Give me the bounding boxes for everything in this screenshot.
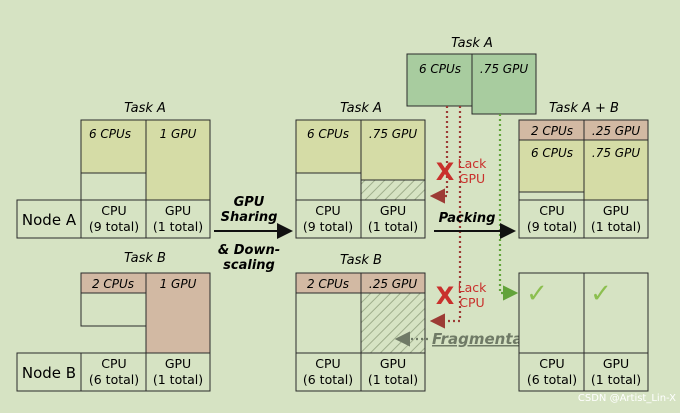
middle-node-a-group: Task A 6 CPUs .75 GPU CPU (9 total) GPU … xyxy=(295,101,426,239)
right-b-cpu-text: 2 CPUs xyxy=(531,124,573,138)
right-task-ab-label: Task A + B xyxy=(549,101,619,116)
middle-node-a-gpu-total: (1 total) xyxy=(368,219,418,234)
left-node-b-group: Task B 2 CPUs 1 GPU Node B CPU (6 total)… xyxy=(16,251,211,392)
left-task-a-cpu-block xyxy=(80,119,147,174)
right-node-b-cpu-total: (6 total) xyxy=(527,372,577,387)
left-node-a-cpu-total: (9 total) xyxy=(89,219,139,234)
left-task-a-label: Task A xyxy=(124,101,166,116)
left-node-b-cpu-title: CPU xyxy=(101,356,126,371)
fit-arrow xyxy=(498,114,519,301)
right-node-a-gpu-title: GPU xyxy=(603,203,629,218)
middle-top-task-gpu-text: .75 GPU xyxy=(480,62,528,76)
middle-top-task-cpu-block xyxy=(406,53,473,107)
middle-node-b-gpu-title: GPU xyxy=(380,356,406,371)
left-task-b-label: Task B xyxy=(124,251,166,266)
middle-task-a-gpu-text: .75 GPU xyxy=(369,127,417,141)
lack-cpu-arrow xyxy=(429,106,462,329)
gpu-sharing-transition: GPU Sharing & Down- scaling xyxy=(214,195,293,273)
transition1-line1: GPU xyxy=(234,195,265,210)
middle-task-b-label: Task B xyxy=(340,253,382,268)
watermark: CSDN @Artist_Lin-X xyxy=(578,393,676,404)
left-node-b-label: Node B xyxy=(22,364,76,382)
left-node-b-gpu-total: (1 total) xyxy=(153,372,203,387)
right-node-b-gpu-title: GPU xyxy=(603,356,629,371)
right-a-gpu-block xyxy=(583,139,649,201)
middle-node-b-gpu-total: (1 total) xyxy=(368,372,418,387)
right-a-gpu-text: .75 GPU xyxy=(592,146,640,160)
right-node-b-group: ✓ ✓ CPU (6 total) GPU (1 total) xyxy=(518,272,649,392)
left-node-b-box xyxy=(16,352,211,392)
left-node-a-cpu-title: CPU xyxy=(101,203,126,218)
right-b-gpu-text: .25 GPU xyxy=(592,124,640,138)
transition1-line3: & Down- xyxy=(218,243,280,258)
right-node-b-cpu-title: CPU xyxy=(539,356,564,371)
left-node-a-box xyxy=(16,199,211,239)
left-node-b-cpu-free xyxy=(80,292,147,327)
right-node-a-cpu-title: CPU xyxy=(539,203,564,218)
transition1-line4: scaling xyxy=(223,258,275,273)
middle-top-task-gpu-block xyxy=(471,53,537,115)
right-cpu-check-icon: ✓ xyxy=(526,279,548,309)
middle-node-b-cpu-free xyxy=(295,292,362,354)
middle-node-a-cpu-free xyxy=(295,172,362,201)
right-node-b-gpu-free xyxy=(583,272,649,354)
middle-task-b-gpu-text: .25 GPU xyxy=(369,277,417,291)
middle-task-a-label: Task A xyxy=(340,101,382,116)
right-node-a-group: Task A + B 2 CPUs .25 GPU 6 CPUs .75 GPU… xyxy=(518,101,649,239)
left-task-b-gpu-text: 1 GPU xyxy=(160,277,197,291)
left-node-b-cpu-total: (6 total) xyxy=(89,372,139,387)
middle-task-a-cpu-block xyxy=(295,119,362,174)
lack-cpu-text-2: CPU xyxy=(459,295,484,310)
lack-gpu-text-1: Lack xyxy=(458,156,487,171)
left-node-a-label: Node A xyxy=(22,211,77,229)
right-node-a-gpu-total: (1 total) xyxy=(591,219,641,234)
left-node-a-group: Task A 6 CPUs 1 GPU Node A CPU (9 total)… xyxy=(16,101,211,239)
left-task-b-gpu-block xyxy=(145,272,211,354)
left-node-a-cpu-free xyxy=(80,172,147,201)
right-a-cpu-text: 6 CPUs xyxy=(531,146,573,160)
right-node-b-gpu-total: (1 total) xyxy=(591,372,641,387)
middle-task-a-cpu-text: 6 CPUs xyxy=(307,127,349,141)
right-gpu-check-icon: ✓ xyxy=(590,279,612,309)
lack-cpu-text-1: Lack xyxy=(458,280,487,295)
middle-node-a-cpu-total: (9 total) xyxy=(303,219,353,234)
left-node-a-gpu-title: GPU xyxy=(165,203,191,218)
middle-task-b-cpu-text: 2 CPUs xyxy=(307,277,349,291)
right-node-a-cpu-total: (9 total) xyxy=(527,219,577,234)
left-task-a-cpu-text: 6 CPUs xyxy=(89,127,131,141)
left-task-b-cpu-text: 2 CPUs xyxy=(92,277,134,291)
right-a-cpu-block xyxy=(518,139,585,193)
lack-cpu-x-icon: X xyxy=(436,282,455,310)
packing-transition: Packing xyxy=(434,211,516,239)
lack-arrows: X Lack GPU X Lack CPU xyxy=(429,106,487,329)
middle-top-task-label: Task A xyxy=(451,36,493,51)
left-task-a-gpu-text: 1 GPU xyxy=(160,127,197,141)
right-node-a-cpu-free xyxy=(518,191,585,201)
left-node-a-gpu-total: (1 total) xyxy=(153,219,203,234)
lack-gpu-arrow xyxy=(429,106,449,204)
middle-node-b-cpu-title: CPU xyxy=(315,356,340,371)
middle-node-b-gpu-free-hatched xyxy=(360,292,426,354)
middle-top-task-group: Task A 6 CPUs .75 GPU xyxy=(406,36,537,115)
packing-label: Packing xyxy=(439,211,496,226)
left-node-b-gpu-title: GPU xyxy=(165,356,191,371)
middle-node-b-cpu-total: (6 total) xyxy=(303,372,353,387)
middle-node-a-gpu-title: GPU xyxy=(380,203,406,218)
lack-gpu-x-icon: X xyxy=(436,158,455,186)
middle-node-a-gpu-free-hatched xyxy=(360,179,426,201)
lack-gpu-text-2: GPU xyxy=(459,171,485,186)
middle-top-task-cpu-text: 6 CPUs xyxy=(419,62,461,76)
middle-node-a-cpu-title: CPU xyxy=(315,203,340,218)
middle-node-b-group: Task B 2 CPUs .25 GPU CPU (6 total) GPU … xyxy=(295,253,426,392)
left-task-a-gpu-block xyxy=(145,119,211,201)
transition1-line2: Sharing xyxy=(221,210,278,225)
